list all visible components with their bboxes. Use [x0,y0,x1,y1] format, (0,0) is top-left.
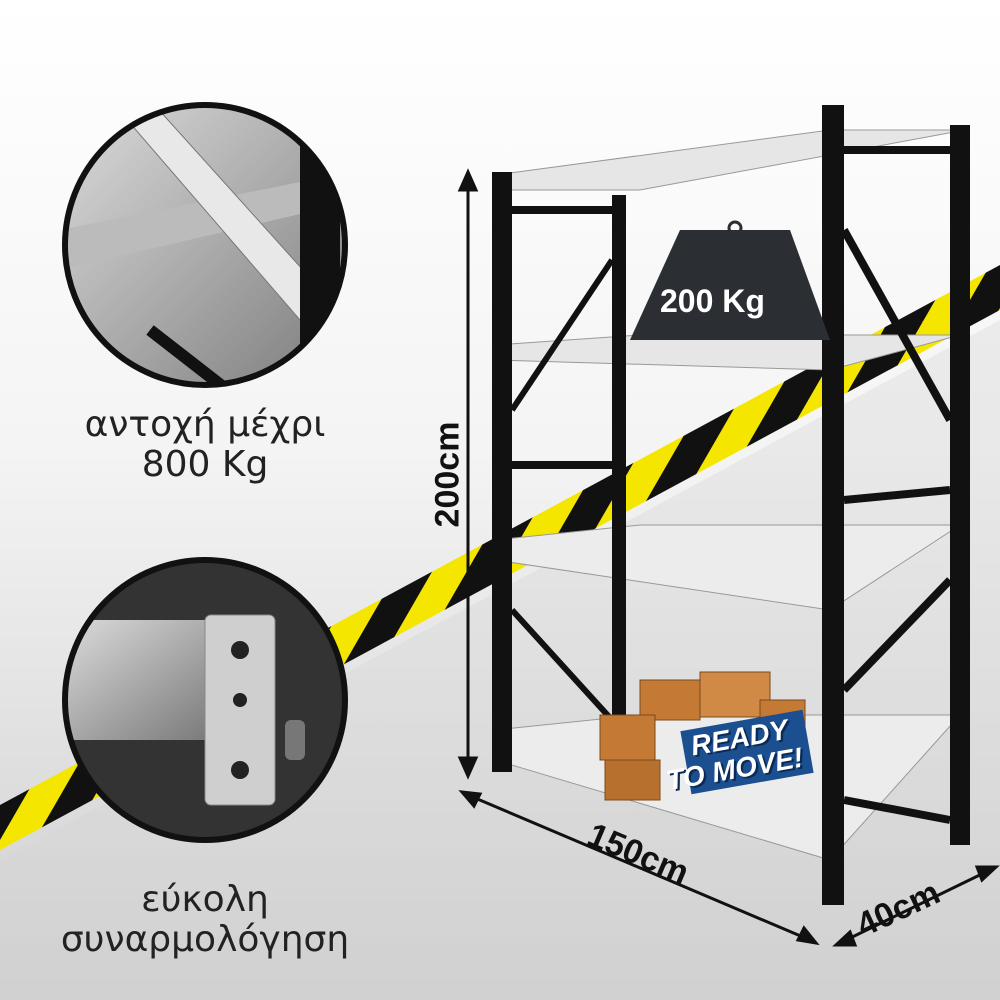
weight-label: 200 Kg [660,283,765,319]
caption-line: αντοχή μέχρι [84,404,326,445]
caption-line: συναρμολόγηση [60,919,350,960]
boxes-icon [599,671,806,801]
detail-circle-connector [65,560,345,840]
dimension-arrows [457,168,1000,947]
weight-icon [630,230,830,340]
caption-line: εύκολη [141,879,269,920]
feature-caption-assembly: εύκολη συναρμολόγηση [40,880,370,960]
height-dimension: 200cm [428,421,467,528]
feature-caption-strength: αντοχή μέχρι 800 Kg [55,405,355,485]
caption-line: 800 Kg [141,444,269,485]
